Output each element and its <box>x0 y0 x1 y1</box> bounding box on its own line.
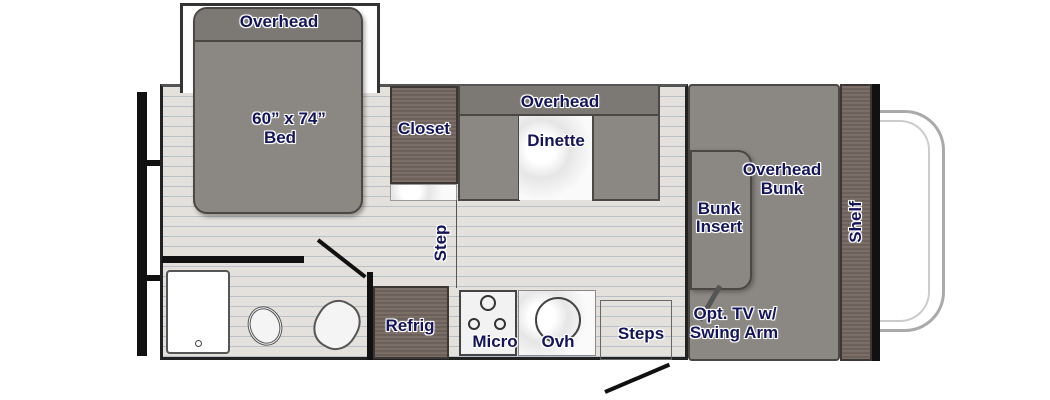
bunk-insert-label-2: Insert <box>695 217 743 236</box>
shelf <box>840 84 872 361</box>
burner-icon <box>480 295 496 311</box>
steps-label: Steps <box>617 324 665 343</box>
rear-wall-tick <box>146 160 160 166</box>
refrigerator <box>373 286 449 359</box>
burner-icon <box>494 318 506 330</box>
ovh-label: Ovh <box>541 332 575 351</box>
micro-label: Micro <box>472 332 518 351</box>
bed-overhead-label: Overhead <box>239 12 319 31</box>
dinette-label: Dinette <box>527 131 585 150</box>
rear-wall-tick <box>146 275 160 281</box>
kitchen-sink-icon <box>535 297 581 343</box>
shower-drain-icon <box>195 340 202 347</box>
overhead-bunk-label-1: Overhead <box>742 160 822 179</box>
step-label: Step <box>431 224 450 262</box>
bunk-insert <box>690 150 752 290</box>
bath-wall <box>162 256 304 263</box>
entry-steps <box>600 300 672 360</box>
front-wall <box>872 84 880 361</box>
burner-icon <box>468 318 480 330</box>
bed-size-label: 60” x 74” <box>252 109 326 128</box>
shower <box>166 270 230 354</box>
step-line <box>456 200 457 288</box>
bed-label: Bed <box>263 128 297 147</box>
cab-windshield-inner <box>880 120 930 322</box>
dinette-overhead-band <box>460 86 658 116</box>
bed-overhead-band <box>195 9 361 42</box>
tv-label-2: Swing Arm <box>689 323 779 342</box>
refrig-label: Refrig <box>385 316 435 335</box>
dinette-overhead-label: Overhead <box>520 92 600 111</box>
entry-door <box>604 362 671 394</box>
dinette-table <box>519 115 593 200</box>
overhead-bunk-label-2: Bunk <box>760 179 804 198</box>
closet-label: Closet <box>398 119 450 138</box>
tv-label-1: Opt. TV w/ <box>693 304 777 323</box>
bath-side-wall <box>367 272 373 360</box>
shelf-label: Shelf <box>846 201 865 243</box>
closet <box>390 86 458 184</box>
rear-wall <box>137 92 147 356</box>
closet-counter <box>390 184 457 201</box>
bunk-insert-label-1: Bunk <box>697 199 741 218</box>
